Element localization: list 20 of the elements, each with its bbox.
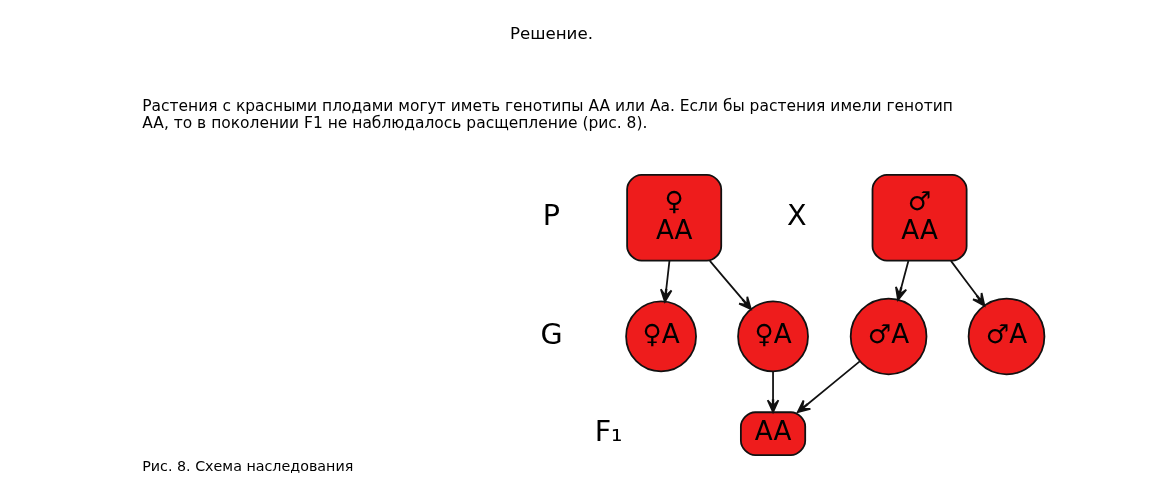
arrow	[796, 360, 861, 414]
arrow	[949, 260, 985, 307]
node-box: ♂ AA	[871, 173, 967, 262]
arrow	[894, 260, 909, 301]
label: P	[542, 198, 560, 233]
caption: Рис. 8. Схема наследования	[141, 458, 353, 475]
node-box: ♀ AA	[625, 173, 722, 262]
node-circle: ♂A	[967, 297, 1045, 376]
label: Растения с красными плодами могут иметь генотипы AA или Aa. Если бы растения имели генотип AA, то в поколении F1 не наблюдалось расщепление (рис. 8).	[141, 96, 953, 132]
diagram-title: Решение.	[509, 23, 593, 43]
label: X	[786, 198, 807, 233]
label: F₁	[594, 414, 623, 449]
arrow	[708, 260, 752, 311]
node-box: AA	[739, 411, 806, 457]
node-circle: ♂A	[849, 297, 927, 376]
node-circle: ♀A	[624, 300, 697, 373]
arrow	[766, 370, 779, 414]
arrow	[659, 260, 672, 303]
node-circle: ♀A	[736, 300, 809, 373]
label: G	[539, 316, 563, 351]
